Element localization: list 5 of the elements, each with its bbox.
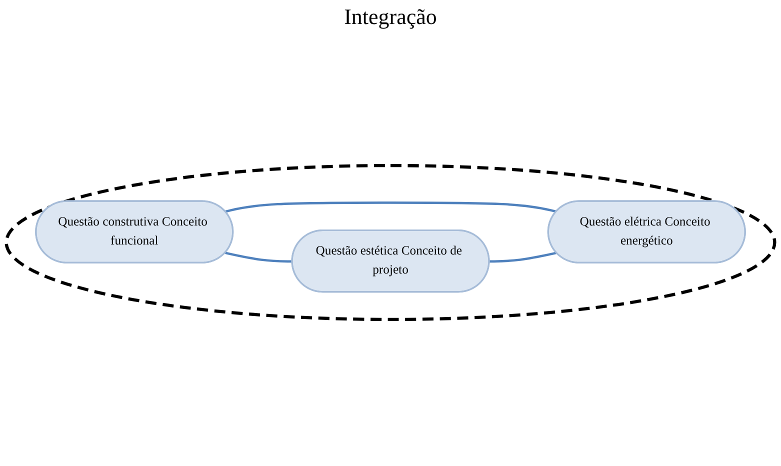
connector bbox=[489, 252, 557, 263]
connector bbox=[225, 201, 557, 213]
center-label: Integração bbox=[344, 4, 437, 29]
cluster bbox=[4, 164, 776, 322]
connector bbox=[225, 252, 292, 263]
